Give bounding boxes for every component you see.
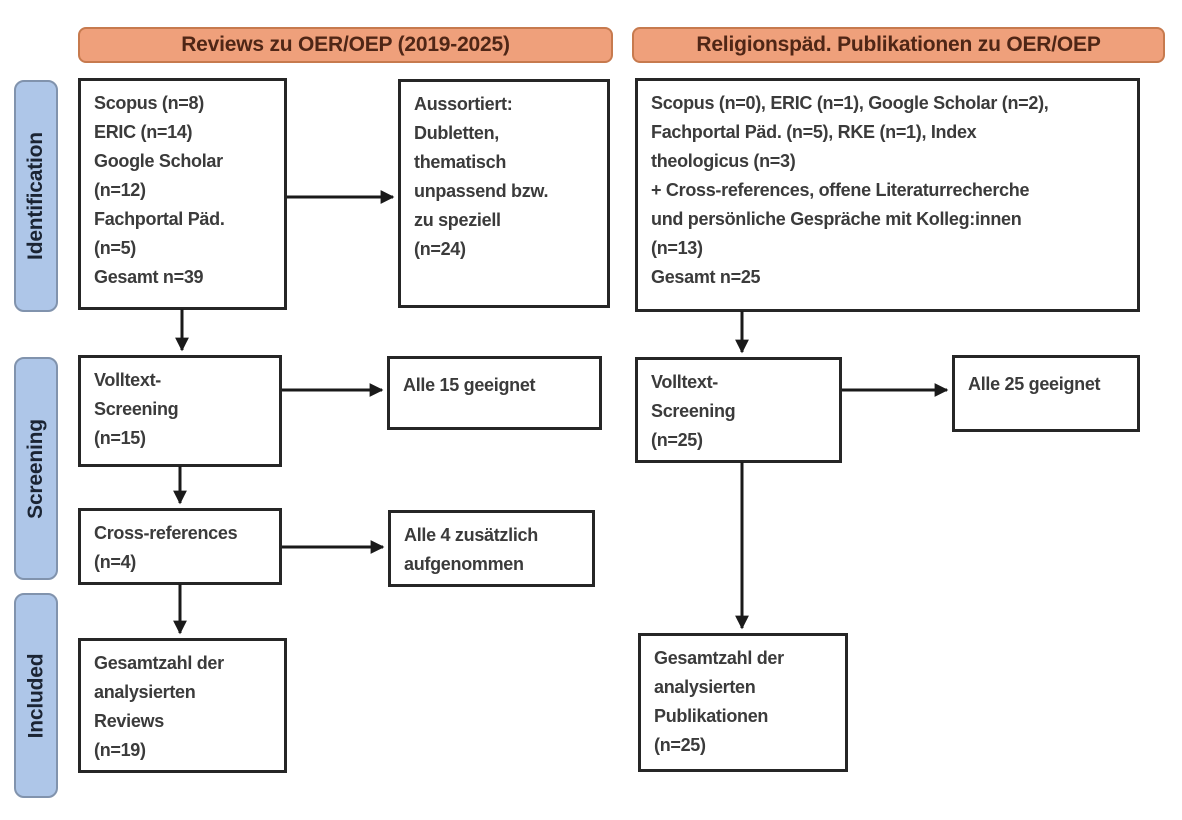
flow-box-right-all-suitable: Alle 25 geeignet — [952, 355, 1140, 432]
flow-box-left-all-suitable: Alle 15 geeignet — [387, 356, 602, 430]
stage-label-included-text: Included — [24, 653, 47, 738]
stage-label-screening-text: Screening — [24, 418, 48, 519]
flow-box-right-fulltext-screening: Volltext- Screening (n=25) — [635, 357, 842, 463]
flow-box-left-identification-sources: Scopus (n=8) ERIC (n=14) Google Scholar … — [78, 78, 287, 310]
flow-box-right-total-publications: Gesamtzahl der analysierten Publikatione… — [638, 633, 848, 772]
column-header-religionspaed-publications: Religionspäd. Publikationen zu OER/OEP — [632, 27, 1165, 63]
stage-label-identification: Identification — [14, 80, 58, 312]
flow-box-left-excluded: Aussortiert: Dubletten, thematisch unpas… — [398, 79, 610, 308]
flow-box-right-identification-sources: Scopus (n=0), ERIC (n=1), Google Scholar… — [635, 78, 1140, 312]
flow-box-left-fulltext-screening: Volltext- Screening (n=15) — [78, 355, 282, 467]
stage-label-identification-text: Identification — [24, 132, 47, 260]
stage-label-included: Included — [14, 593, 58, 798]
stage-label-screening: Screening — [14, 357, 58, 580]
flow-box-left-additional-included: Alle 4 zusätzlich aufgenommen — [388, 510, 595, 587]
flow-box-left-cross-references: Cross-references (n=4) — [78, 508, 282, 585]
flow-box-left-total-reviews: Gesamtzahl der analysierten Reviews (n=1… — [78, 638, 287, 773]
column-header-reviews: Reviews zu OER/OEP (2019-2025) — [78, 27, 613, 63]
